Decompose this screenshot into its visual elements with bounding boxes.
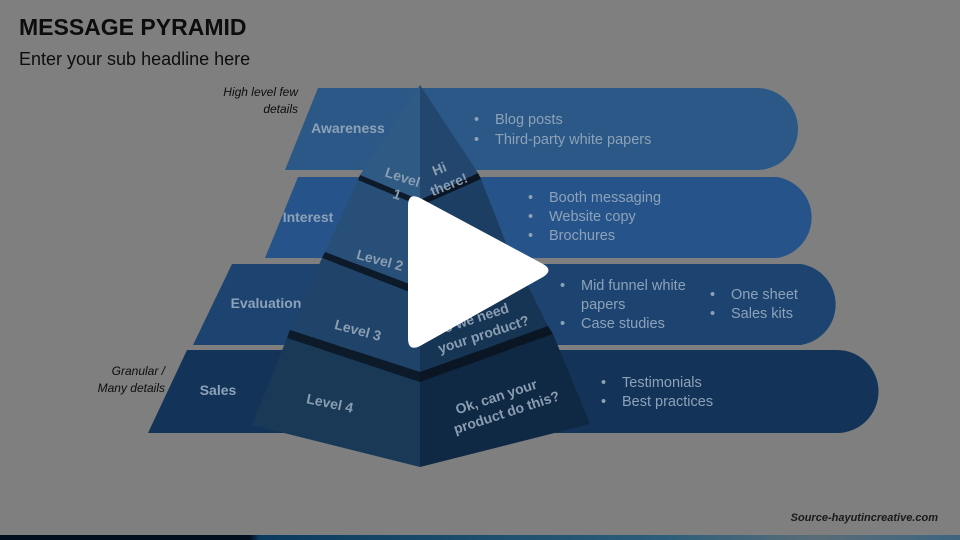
svg-text:Third-party white papers: Third-party white papers bbox=[495, 132, 651, 148]
svg-text:Hi: Hi bbox=[430, 159, 449, 179]
bottom-note: Granular /Many details bbox=[97, 364, 165, 395]
svg-text:Best practices: Best practices bbox=[622, 394, 713, 410]
svg-text:Booth messaging: Booth messaging bbox=[549, 190, 661, 206]
slide-title: MESSAGE PYRAMID bbox=[19, 14, 247, 40]
pyramid-left-face bbox=[252, 85, 420, 467]
svg-text:•: • bbox=[528, 228, 533, 244]
svg-text:Case studies: Case studies bbox=[581, 316, 665, 332]
svg-text:•: • bbox=[710, 287, 715, 303]
svg-text:•: • bbox=[601, 394, 606, 410]
svg-text:•: • bbox=[528, 190, 533, 206]
slide-subtitle: Enter your sub headline here bbox=[19, 49, 251, 69]
svg-text:•: • bbox=[474, 132, 479, 148]
svg-text:papers: papers bbox=[581, 297, 625, 313]
bullets-interest: • Booth messaging • Website copy • Brochure… bbox=[528, 190, 661, 244]
svg-text:•: • bbox=[560, 316, 565, 332]
band-label-awareness: Awareness bbox=[311, 120, 385, 136]
svg-text:•: • bbox=[528, 209, 533, 225]
svg-text:Website copy: Website copy bbox=[549, 209, 637, 225]
bullets-awareness: • Blog posts • Third-party white papers bbox=[474, 112, 651, 148]
svg-text:•: • bbox=[560, 278, 565, 294]
bottom-accent-bar bbox=[0, 535, 960, 540]
bullets-sales: • Testimonials • Best practices bbox=[601, 375, 713, 410]
band-label-interest: Interest bbox=[283, 209, 334, 225]
svg-text:One sheet: One sheet bbox=[731, 287, 798, 303]
svg-text:•: • bbox=[710, 306, 715, 322]
svg-text:Mid funnel white: Mid funnel white bbox=[581, 278, 686, 294]
svg-text:Brochures: Brochures bbox=[549, 228, 615, 244]
svg-text:Blog posts: Blog posts bbox=[495, 112, 563, 128]
bullets-evaluation: • Mid funnel white papers • Case studies •… bbox=[560, 278, 798, 332]
band-label-sales: Sales bbox=[200, 382, 237, 398]
source-credit: Source-hayutincreative.com bbox=[790, 512, 938, 524]
play-icon[interactable] bbox=[408, 196, 549, 348]
band-label-evaluation: Evaluation bbox=[231, 295, 302, 311]
svg-text:•: • bbox=[474, 112, 479, 128]
svg-text:Sales kits: Sales kits bbox=[731, 306, 793, 322]
svg-text:•: • bbox=[601, 375, 606, 391]
svg-text:Testimonials: Testimonials bbox=[622, 375, 702, 391]
